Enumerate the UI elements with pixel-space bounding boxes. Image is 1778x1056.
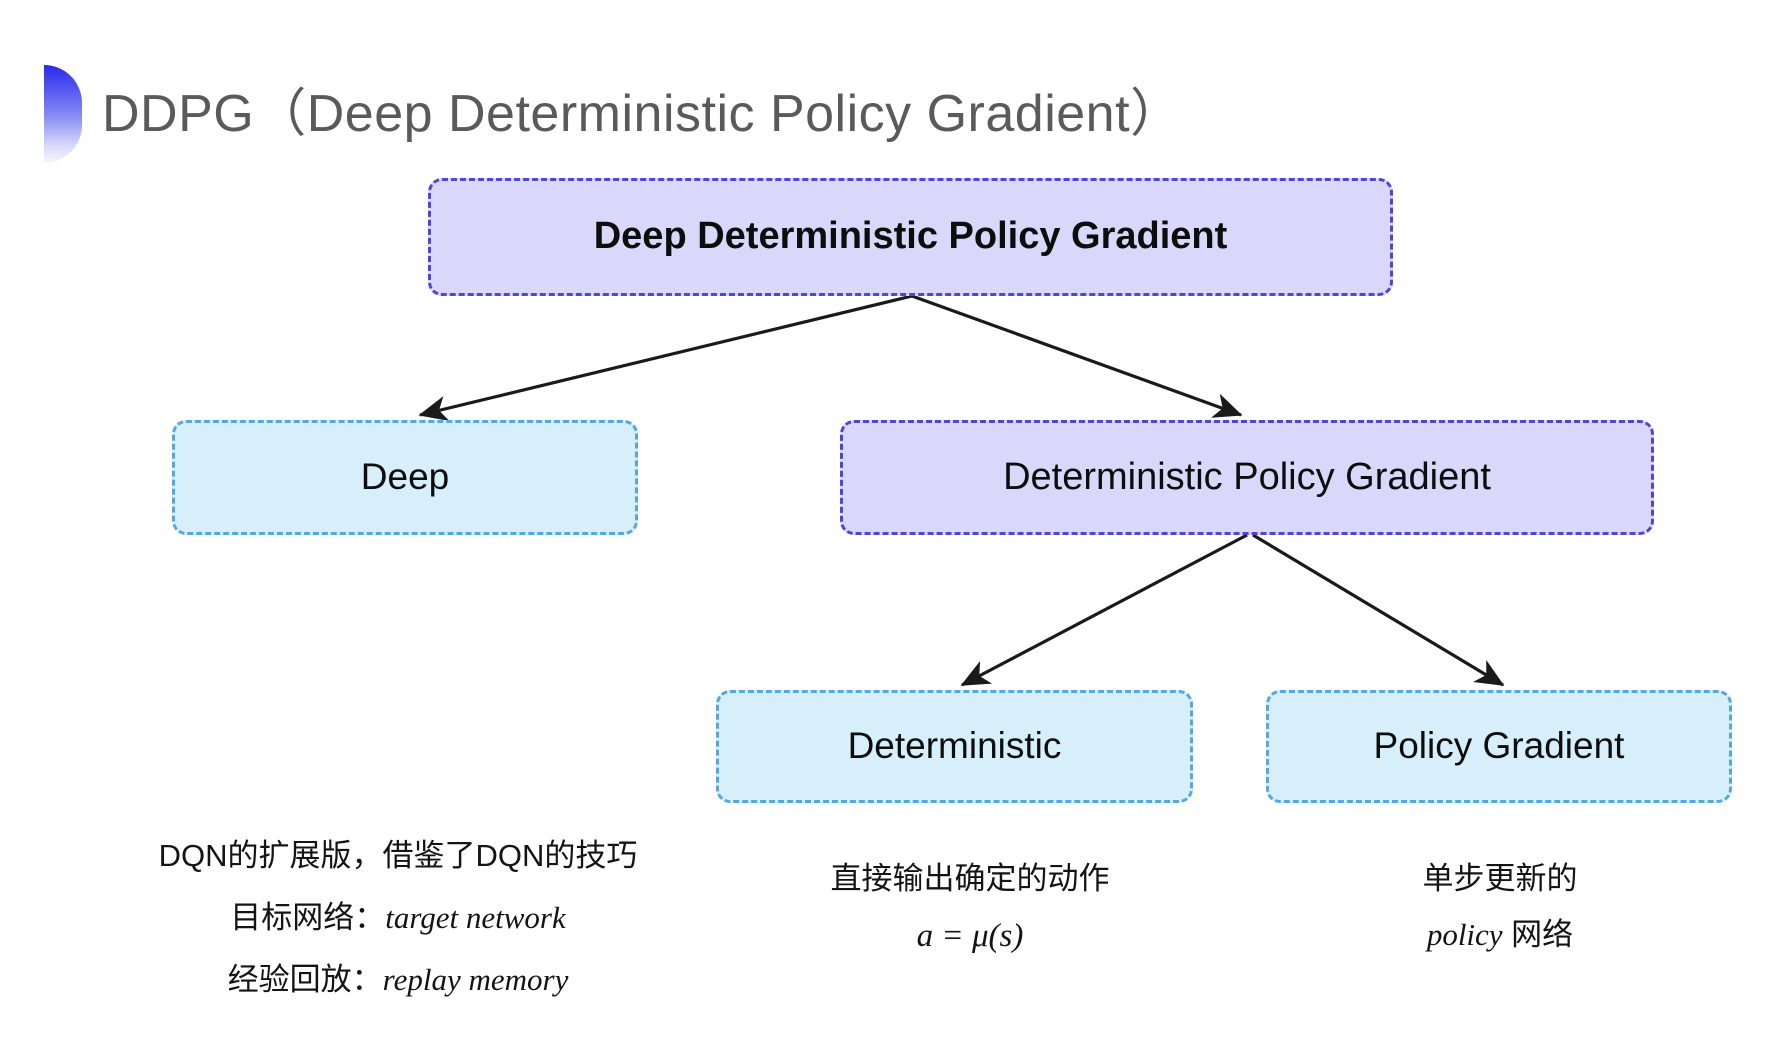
diagram-node-dpg[interactable]: Deterministic Policy Gradient bbox=[840, 420, 1654, 535]
annotation-policy-gradient-line-2: policy 网络 bbox=[1290, 911, 1710, 959]
annotation-deterministic-line-1: 直接输出确定的动作 bbox=[830, 861, 1110, 896]
annotation-deterministic: 直接输出确定的动作 a = μ(s) bbox=[760, 855, 1180, 970]
annotation-deep-line-3: 经验回放：replay memory bbox=[88, 956, 708, 1004]
diagram-node-dpg-label: Deterministic Policy Gradient bbox=[1003, 455, 1491, 498]
diagram-node-policy-gradient[interactable]: Policy Gradient bbox=[1266, 690, 1732, 803]
edge-dpg-to-deterministic bbox=[960, 533, 1248, 687]
annotation-deep-term-2: replay memory bbox=[382, 962, 569, 998]
edge-root-to-dpg bbox=[911, 294, 1243, 418]
edge-root-to-deep bbox=[418, 294, 913, 422]
annotation-policy-gradient-line-1: 单步更新的 bbox=[1422, 861, 1578, 896]
annotation-deep-line-3-label: 经验回放： bbox=[227, 962, 383, 998]
annotation-deep-line-2-label: 目标网络： bbox=[230, 900, 386, 936]
annotation-policy-gradient-term: policy bbox=[1426, 917, 1503, 953]
annotation-deep-line-2: 目标网络：target network bbox=[88, 894, 708, 942]
annotation-policy-gradient-suffix: 网络 bbox=[1502, 917, 1574, 953]
edge-dpg-to-policy-gradient bbox=[1252, 533, 1505, 687]
annotation-deep-term-1: target network bbox=[385, 900, 566, 936]
diagram-node-deep[interactable]: Deep bbox=[172, 420, 638, 535]
diagram-node-deterministic[interactable]: Deterministic bbox=[716, 690, 1193, 803]
diagram-node-policy-gradient-label: Policy Gradient bbox=[1373, 725, 1625, 767]
annotation-policy-gradient: 单步更新的 policy 网络 bbox=[1290, 855, 1710, 967]
diagram-node-root-label: Deep Deterministic Policy Gradient bbox=[593, 215, 1228, 258]
page-title: DDPG（Deep Deterministic Policy Gradient） bbox=[44, 62, 1183, 166]
diagram-node-deterministic-label: Deterministic bbox=[847, 725, 1062, 767]
diagram-node-root[interactable]: Deep Deterministic Policy Gradient bbox=[428, 178, 1393, 296]
page-title-text: DDPG（Deep Deterministic Policy Gradient） bbox=[102, 85, 1183, 143]
annotation-deep: DQN的扩展版，借鉴了DQN的技巧 目标网络：target network 经验… bbox=[88, 832, 708, 1018]
diagram-node-deep-label: Deep bbox=[360, 456, 450, 498]
half-circle-gradient-icon bbox=[44, 65, 82, 163]
annotation-deep-line-1: DQN的扩展版，借鉴了DQN的技巧 bbox=[158, 838, 638, 873]
annotation-deterministic-equation: a = μ(s) bbox=[916, 918, 1024, 955]
